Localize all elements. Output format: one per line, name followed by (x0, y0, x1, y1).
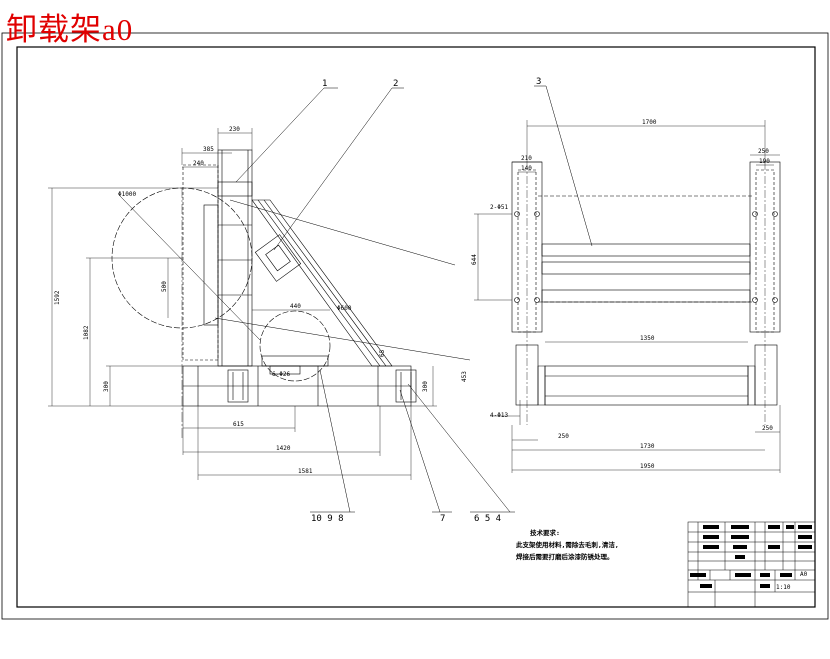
title-block (687, 521, 816, 608)
base-pad-right (395, 369, 417, 403)
dim-250-right: 250 (762, 425, 773, 432)
dim-bolt-4: 4-Φ13 (490, 412, 508, 419)
left-view (48, 87, 515, 513)
dim-210: 210 (521, 155, 532, 162)
dim-230: 230 (229, 126, 240, 133)
dim-1950: 1950 (640, 463, 655, 470)
dim-bolt-6: 6-Φ26 (272, 371, 290, 378)
part-label-7: 7 (440, 514, 445, 524)
notes-line-2: 焊接后需要打磨后涂漆防锈处理。 (516, 552, 614, 561)
dim-300-right: 300 (422, 381, 429, 392)
part-labels-10-9-8: 10 9 8 (311, 514, 344, 524)
dim-240: 240 (193, 160, 204, 167)
dim-615: 615 (233, 421, 244, 428)
dim-1581: 1581 (298, 468, 313, 475)
dim-1700: 1700 (642, 119, 657, 126)
dim-453: 453 (461, 371, 468, 382)
part-label-3: 3 (536, 77, 541, 87)
part-labels-6-5-4: 6 5 4 (474, 514, 501, 524)
base-pad-left (227, 369, 249, 403)
title-block-scale: 1:10 (776, 584, 791, 591)
technical-notes: 技术要求: 此支架使用材料,需除去毛刺,清洁, 焊接后需要打磨后涂漆防锈处理。 (516, 528, 619, 561)
dim-385: 385 (203, 146, 214, 153)
notes-line-1: 此支架使用材料,需除去毛刺,清洁, (516, 540, 619, 549)
dim-500: 500 (161, 281, 168, 292)
left-view-labels: 1 2 230 385 240 Φ1000 1592 500 1082 300 … (54, 79, 501, 524)
dim-65: 65 (379, 349, 386, 357)
drawing-title: 卸载架a0 (6, 12, 134, 47)
title-block-sheet: A0 (800, 571, 808, 578)
part-label-2: 2 (393, 79, 398, 89)
dim-1420: 1420 (276, 445, 291, 452)
right-view-labels: 3 1700 210 140 250 190 2-Φ51 644 1350 4-… (471, 77, 773, 470)
dim-dia-1000: Φ1000 (118, 191, 136, 198)
dim-1082: 1082 (83, 325, 90, 340)
dim-1592: 1592 (54, 290, 61, 305)
coil-circle-600 (259, 310, 331, 382)
dim-250-top: 250 (758, 148, 769, 155)
dim-440: 440 (290, 303, 301, 310)
dim-140: 140 (521, 165, 532, 172)
vertical-column (217, 149, 253, 367)
right-base-post (754, 344, 778, 406)
lower-roller (544, 365, 749, 406)
upper-roller (541, 243, 751, 257)
dim-300-left: 300 (103, 381, 110, 392)
dim-190: 190 (759, 158, 770, 165)
part-label-1: 1 (322, 79, 327, 89)
diagonal-brace (251, 199, 393, 367)
dim-1730: 1730 (640, 443, 655, 450)
roller-bracket (254, 234, 302, 282)
dim-644: 644 (471, 254, 478, 265)
dim-dia-600: Φ600 (337, 305, 352, 312)
inner-frame (16, 46, 816, 608)
dim-250-left: 250 (558, 433, 569, 440)
notes-heading: 技术要求: (530, 528, 560, 537)
outer-frame (1, 32, 829, 620)
right-view (474, 85, 781, 473)
dim-1350: 1350 (640, 335, 655, 342)
dim-bolt-2: 2-Φ51 (490, 204, 508, 211)
